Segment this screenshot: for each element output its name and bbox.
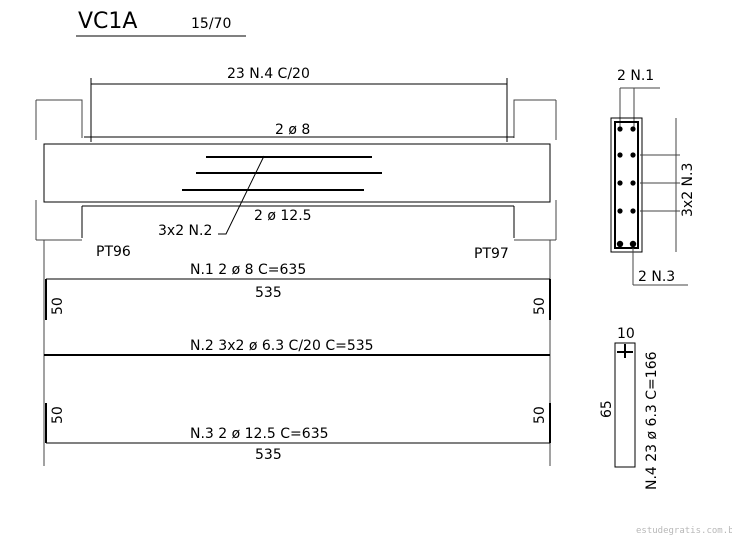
stirrup-width-label: 10 (617, 326, 635, 342)
bar-n3-length: 535 (255, 447, 282, 463)
cs-outline (610, 117, 643, 253)
stirrup-shape (614, 342, 636, 468)
beam-body (43, 143, 551, 203)
side-bars-leader (218, 155, 265, 235)
cs-side-label: 3x2 N.3 (680, 163, 696, 217)
bar-n1-hook-left-label: 50 (50, 297, 66, 315)
bar-n2-label: N.2 3x2 ø 6.3 C/20 C=535 (190, 338, 374, 354)
cs-top-label: 2 N.1 (617, 68, 654, 84)
pillar-left-top (36, 99, 83, 138)
side-bars-label: 3x2 N.2 (158, 223, 212, 239)
bar-n3-label: N.3 2 ø 12.5 C=635 (190, 426, 329, 442)
top-bars-label: 2 ø 8 (275, 122, 310, 138)
stirrup-callout: 23 N.4 C/20 (227, 66, 310, 82)
cs-bottom-label: 2 N.3 (638, 269, 675, 285)
bottom-bars-label: 2 ø 12.5 (254, 208, 312, 224)
pillar-right-top (513, 99, 556, 138)
cs-stirrup (614, 121, 639, 249)
support-left-label: PT96 (96, 244, 131, 260)
support-right-label: PT97 (474, 246, 509, 262)
bar-n1-label: N.1 2 ø 8 C=635 (190, 262, 306, 278)
stirrup-height-label: 65 (599, 400, 615, 418)
beam-section: 15/70 (191, 16, 231, 32)
bar-n1-hook-right-label: 50 (532, 297, 548, 315)
stirrup-label: N.4 23 ø 6.3 C=166 (644, 351, 660, 490)
watermark-text: estudegratis.com.br (636, 526, 732, 536)
bar-n3-hook-left-label: 50 (50, 406, 66, 424)
bar-n3-hook-right-label: 50 (532, 406, 548, 424)
bar-n1-length: 535 (255, 285, 282, 301)
cs-bars (616, 126, 637, 248)
beam-title: VC1A (78, 9, 137, 34)
